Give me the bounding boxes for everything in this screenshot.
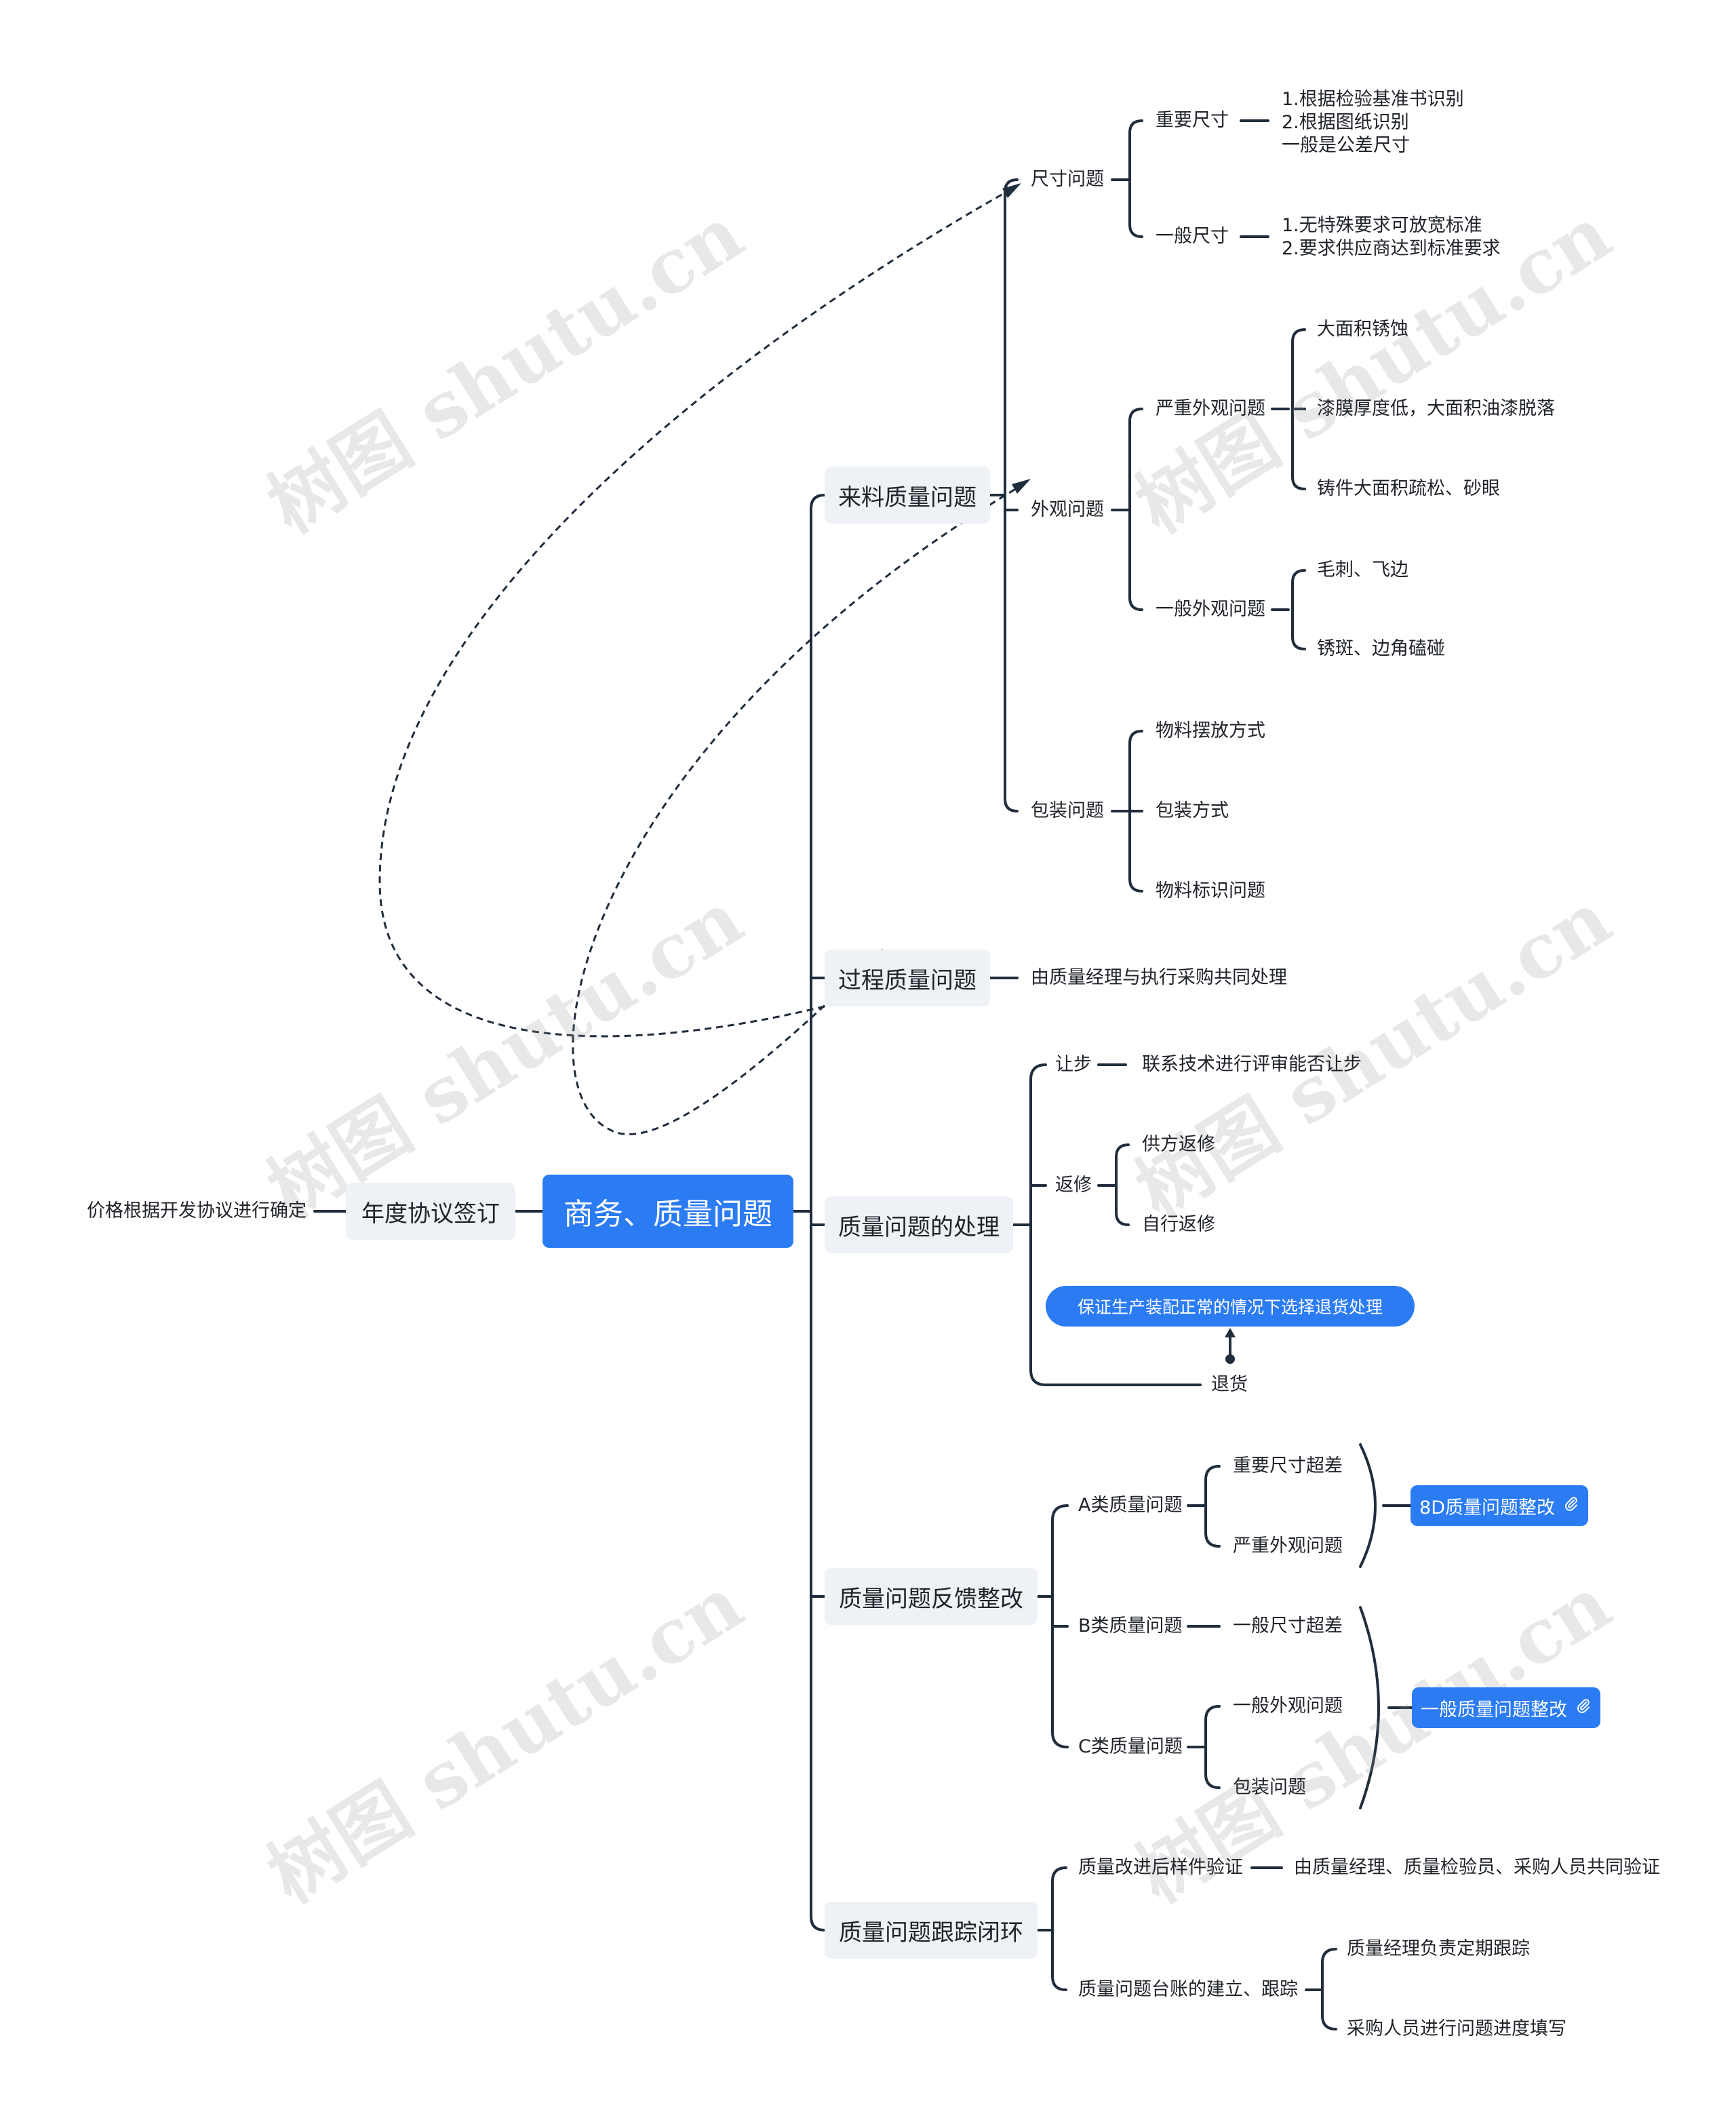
node-concession[interactable]: 让步 (1055, 1054, 1092, 1075)
leaf-general-appearance[interactable]: 一般外观问题 (1233, 1695, 1343, 1717)
leaf-supplier-rework[interactable]: 供方返修 (1142, 1134, 1215, 1155)
leaf-material-placement[interactable]: 物料摆放方式 (1156, 720, 1265, 741)
leaf-burr[interactable]: 毛刺、飞边 (1317, 560, 1408, 581)
leaf-joint-verification[interactable]: 由质量经理、质量检验员、采购人员共同验证 (1294, 1857, 1660, 1878)
node-incoming-quality[interactable]: 来料质量问题 (825, 467, 990, 524)
leaf-packaging[interactable]: 包装问题 (1233, 1777, 1306, 1798)
node-tracking-closure[interactable]: 质量问题跟踪闭环 (825, 1902, 1038, 1959)
leaf-rust-spot[interactable]: 锈斑、边角磕碰 (1317, 638, 1445, 659)
leaf-general-size-text[interactable]: 1.无特殊要求可放宽标准 2.要求供应商达到标准要求 (1282, 215, 1501, 259)
leaf-manager-tracking[interactable]: 质量经理负责定期跟踪 (1347, 1938, 1530, 1959)
node-important-size[interactable]: 重要尺寸 (1156, 110, 1229, 131)
tag-general-rectification[interactable]: 一般质量问题整改 (1412, 1687, 1600, 1728)
node-appearance-issue[interactable]: 外观问题 (1031, 499, 1104, 520)
node-class-b[interactable]: B类质量问题 (1078, 1615, 1183, 1636)
node-size-issue[interactable]: 尺寸问题 (1031, 169, 1104, 190)
leaf-packaging-method[interactable]: 包装方式 (1156, 800, 1229, 821)
node-general-size[interactable]: 一般尺寸 (1156, 226, 1229, 247)
root-node[interactable]: 商务、质量问题 (542, 1175, 793, 1248)
node-annual-agreement[interactable]: 年度协议签订 (346, 1183, 515, 1240)
tag-8d-label: 8D质量问题整改 (1419, 1497, 1555, 1518)
leaf-price-agreement[interactable]: 价格根据开发协议进行确定 (87, 1200, 307, 1221)
paperclip-icon (1563, 1495, 1579, 1516)
node-feedback-rectification[interactable]: 质量问题反馈整改 (825, 1568, 1038, 1625)
leaf-process-handling[interactable]: 由质量经理与执行采购共同处理 (1031, 967, 1287, 988)
tag-general-label: 一般质量问题整改 (1421, 1699, 1567, 1721)
node-serious-appearance[interactable]: 严重外观问题 (1156, 398, 1265, 419)
node-ledger[interactable]: 质量问题台账的建立、跟踪 (1078, 1979, 1298, 2000)
node-sample-verification[interactable]: 质量改进后样件验证 (1078, 1857, 1243, 1878)
node-class-a[interactable]: A类质量问题 (1078, 1495, 1183, 1516)
leaf-casting[interactable]: 铸件大面积疏松、砂眼 (1317, 478, 1500, 499)
leaf-concession[interactable]: 联系技术进行评审能否让步 (1142, 1054, 1362, 1075)
node-class-c[interactable]: C类质量问题 (1078, 1736, 1183, 1757)
leaf-general-size-over[interactable]: 一般尺寸超差 (1233, 1615, 1343, 1636)
leaf-important-size-over[interactable]: 重要尺寸超差 (1233, 1455, 1343, 1476)
leaf-material-label[interactable]: 物料标识问题 (1156, 880, 1265, 901)
leaf-purchaser-progress[interactable]: 采购人员进行问题进度填写 (1347, 2018, 1566, 2039)
leaf-paint[interactable]: 漆膜厚度低，大面积油漆脱落 (1317, 398, 1555, 419)
node-process-quality[interactable]: 过程质量问题 (825, 949, 990, 1006)
tag-8d-rectification[interactable]: 8D质量问题整改 (1410, 1485, 1588, 1526)
leaf-rust[interactable]: 大面积锈蚀 (1317, 319, 1408, 340)
leaf-serious-appearance[interactable]: 严重外观问题 (1233, 1535, 1343, 1556)
node-rework[interactable]: 返修 (1055, 1175, 1092, 1196)
node-general-appearance[interactable]: 一般外观问题 (1156, 599, 1265, 620)
node-quality-handling[interactable]: 质量问题的处理 (825, 1196, 1013, 1253)
paperclip-icon (1575, 1698, 1592, 1719)
node-packaging-issue[interactable]: 包装问题 (1031, 800, 1104, 821)
leaf-important-size-text[interactable]: 1.根据检验基准书识别 2.根据图纸识别 一般是公差尺寸 (1282, 89, 1464, 156)
node-return-goods[interactable]: 退货 (1211, 1374, 1248, 1395)
leaf-self-rework[interactable]: 自行返修 (1142, 1214, 1215, 1235)
note-return-condition[interactable]: 保证生产装配正常的情况下选择退货处理 (1046, 1286, 1415, 1327)
